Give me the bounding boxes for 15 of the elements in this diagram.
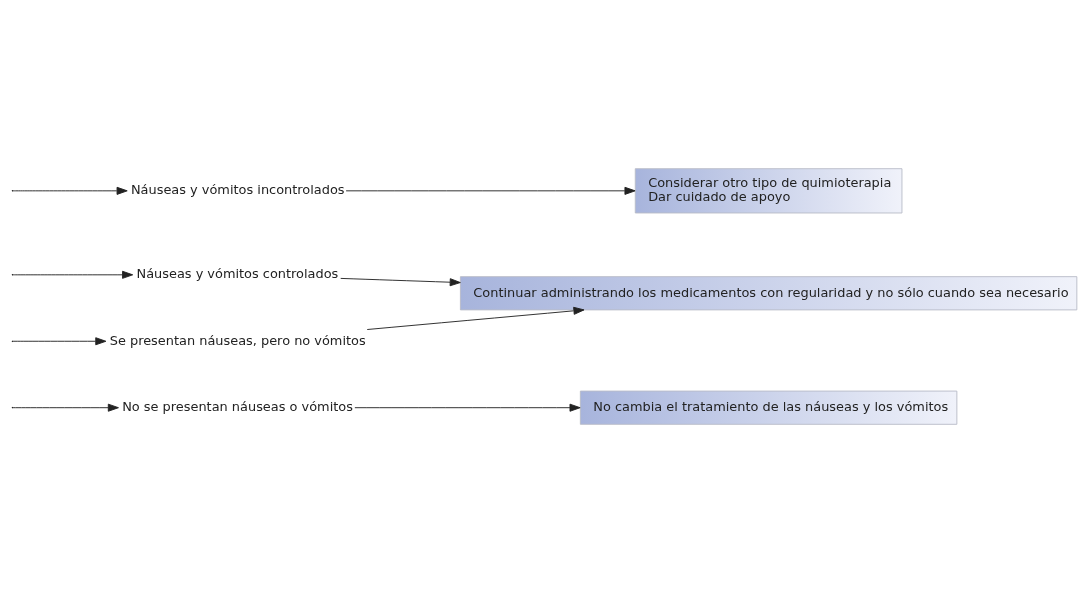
node-text: Se presentan náuseas, pero no vómitos xyxy=(109,332,366,348)
arrow xyxy=(12,403,119,412)
arrow xyxy=(12,186,128,195)
arrow xyxy=(12,270,134,279)
arrow xyxy=(340,277,461,286)
arrow xyxy=(366,306,585,330)
arrow xyxy=(354,403,581,412)
node-box: No cambia el tratamiento de las náuseas y los vómitos xyxy=(579,390,958,425)
node-box: Continuar administrando los medicamentos con regularidad y no sólo cuando sea necesario xyxy=(459,275,1078,310)
node-text: No se presentan náuseas o vómitos xyxy=(122,398,353,414)
arrow xyxy=(12,336,107,345)
arrow xyxy=(345,186,636,195)
node-box: Considerar otro tipo de quimioterapia Dar cuidado de apoyo xyxy=(634,167,903,213)
node-text: Náuseas y vómitos controlados xyxy=(136,265,339,281)
node-text: Náuseas y vómitos incontrolados xyxy=(130,181,345,197)
